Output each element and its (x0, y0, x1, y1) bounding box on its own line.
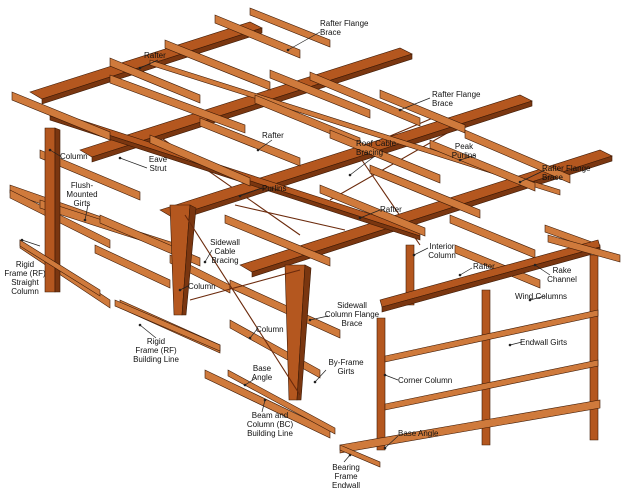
label-beam-column-building-line-line: Column (BC) (247, 420, 294, 429)
label-base-angle-left-line: Base (253, 364, 272, 373)
label-sidewall-column-flange-brace-line: Column Flange (325, 310, 380, 319)
main-rafters (29, 21, 613, 278)
label-rafter-endwall: Rafter (473, 262, 495, 271)
label-rafter-center: Rafter (380, 205, 402, 214)
label-column-lower: Column (256, 325, 284, 334)
label-sidewall-column-flange-brace-line: Brace (342, 319, 363, 328)
endwall-frame (339, 234, 621, 454)
label-rake-channel-line: Rake (553, 266, 572, 275)
label-corner-column: Corner Column (398, 376, 452, 385)
label-rake-channel-line: Channel (547, 275, 577, 284)
label-base-angle-right-line: Base Angle (398, 429, 439, 438)
sidewall-cable-bracing (184, 214, 301, 396)
label-interior-column-line: Interior (430, 242, 455, 251)
label-roof-cable-bracing-line: Roof Cable (356, 139, 397, 148)
label-flush-mounted-girts-line: Girts (74, 199, 91, 208)
label-interior-column-line: Column (428, 251, 456, 260)
label-sidewall-cable-bracing-line: Bracing (211, 256, 238, 265)
label-flush-mounted-girts-line: Flush- (71, 181, 94, 190)
label-sidewall-cable-bracing-line: Sidewall (210, 238, 240, 247)
label-endwall-girts-line: Endwall Girts (520, 338, 567, 347)
label-rafter-top-left-line: Rafter (144, 51, 166, 60)
steel-frame-structure (9, 7, 621, 468)
label-eave-strut-line: Strut (150, 164, 168, 173)
label-bearing-frame-endwall-line: Bearing (332, 463, 360, 472)
label-rigid-frame-building-line-line: Frame (RF) (135, 346, 177, 355)
label-roof-cable-bracing-line: Bracing (356, 148, 383, 157)
label-rafter-endwall-line: Rafter (473, 262, 495, 271)
label-base-angle-left-line: Angle (252, 373, 273, 382)
label-rigid-frame-straight-column-line: Rigid (16, 260, 34, 269)
label-rafter-flange-brace-top-line: Rafter Flange (320, 19, 369, 28)
label-column-mid: Column (188, 282, 216, 291)
label-rigid-frame-building-line-line: Building Line (133, 355, 179, 364)
label-column-left-line: Column (60, 152, 88, 161)
label-rigid-frame-straight-column-line: Column (11, 287, 39, 296)
label-rafter-flange-brace-right-line: Brace (432, 99, 453, 108)
label-by-frame-girts-line: By-Frame (328, 358, 364, 367)
label-rafter-top-left: Rafter (144, 51, 166, 60)
label-beam-column-building-line-line: Beam and (252, 411, 288, 420)
label-sidewall-column-flange-brace-line: Sidewall (337, 301, 367, 310)
label-rafter-flange-brace-right-line: Rafter Flange (432, 90, 481, 99)
label-endwall-girts: Endwall Girts (520, 338, 567, 347)
label-eave-strut-line: Eave (149, 155, 168, 164)
leader-lines (20, 31, 551, 463)
label-wind-columns: Wind Columns (515, 292, 567, 301)
label-sidewall-cable-bracing-line: Cable (215, 247, 236, 256)
label-rafter-flange-brace-top-line: Brace (320, 28, 341, 37)
label-rafter-flange-brace-far-right-line: Brace (542, 173, 563, 182)
label-corner-column-line: Corner Column (398, 376, 452, 385)
label-flush-mounted-girts-line: Mounted (66, 190, 97, 199)
label-column-left: Column (60, 152, 88, 161)
label-rigid-frame-building-line-line: Rigid (147, 337, 165, 346)
base-angles (19, 239, 381, 468)
label-bearing-frame-endwall-line: Frame (334, 472, 358, 481)
label-column-lower-line: Column (256, 325, 284, 334)
label-purlins-line: Purlins (262, 184, 286, 193)
label-bearing-frame-endwall-line: Endwall (332, 481, 360, 490)
label-peak-purlins-line: Peak (455, 142, 474, 151)
label-base-angle-right: Base Angle (398, 429, 439, 438)
label-column-mid-line: Column (188, 282, 216, 291)
label-peak-purlins-line: Purlins (452, 151, 476, 160)
label-wind-columns-line: Wind Columns (515, 292, 567, 301)
purlins (11, 7, 601, 289)
label-purlins: Purlins (262, 184, 286, 193)
label-rafter-center-line: Rafter (380, 205, 402, 214)
label-rafter-flange-brace-far-right-line: Rafter Flange (542, 164, 591, 173)
label-rigid-frame-straight-column-line: Straight (11, 278, 39, 287)
label-rafter-mid-line: Rafter (262, 131, 284, 140)
label-rafter-mid: Rafter (262, 131, 284, 140)
label-rigid-frame-straight-column-line: Frame (RF) (4, 269, 46, 278)
label-by-frame-girts-line: Girts (338, 367, 355, 376)
label-beam-column-building-line-line: Building Line (247, 429, 293, 438)
